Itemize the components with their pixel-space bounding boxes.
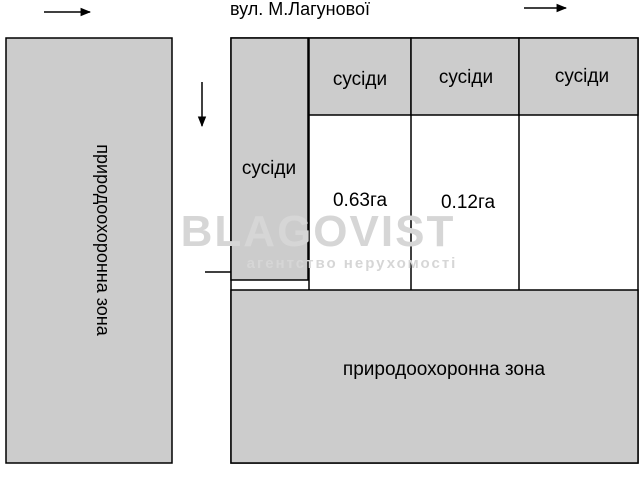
neighbors-top-3-label: сусіди bbox=[555, 66, 609, 87]
watermark-brand: BLAGOVIST bbox=[181, 207, 456, 256]
street-label: вул. М.Лагунової bbox=[230, 0, 370, 19]
neighbors-top-1-label: сусіди bbox=[333, 69, 387, 90]
plot-1-area: 0.63га bbox=[333, 190, 387, 211]
neighbors-top-2-label: сусіди bbox=[439, 67, 493, 88]
neighbors-left-label: сусіди bbox=[242, 158, 296, 179]
neighbors-left bbox=[230, 37, 309, 281]
neighbors-top-3 bbox=[518, 37, 639, 116]
nature-zone-left-label: природоохоронна зона bbox=[93, 144, 113, 336]
neighbors-top-1 bbox=[308, 37, 412, 116]
nature-zone-bottom bbox=[230, 289, 639, 464]
plot-2-area: 0.12га bbox=[441, 192, 495, 213]
watermark-tagline: агентство нерухомості bbox=[247, 255, 458, 272]
nature-zone-left bbox=[5, 37, 173, 464]
nature-zone-bottom-label: природоохоронна зона bbox=[343, 359, 546, 380]
